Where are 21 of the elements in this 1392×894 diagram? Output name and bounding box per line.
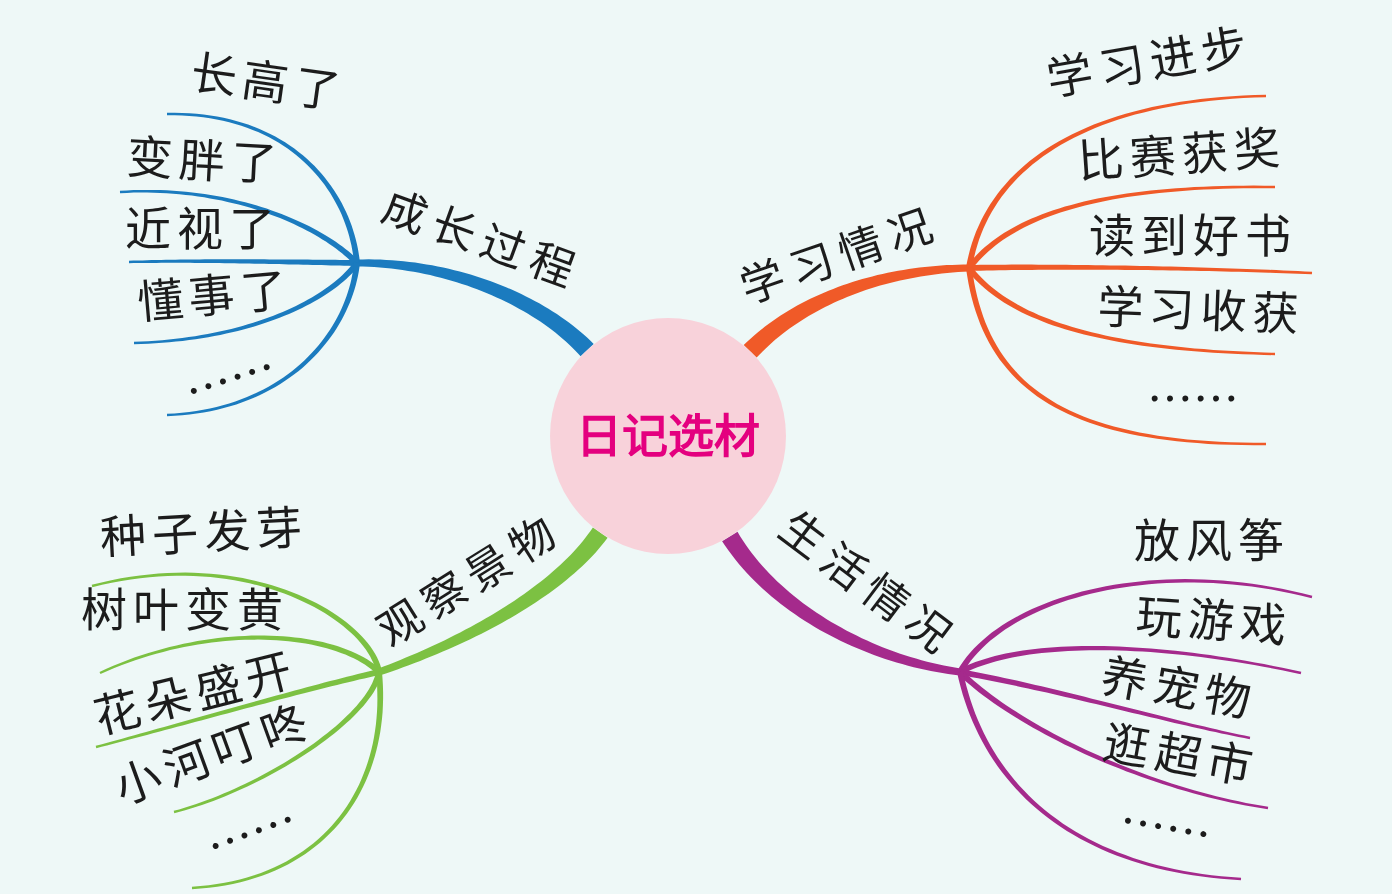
leaf-label: 近视了	[125, 206, 281, 252]
leaf-label: ……	[195, 782, 299, 858]
leaf-label: 种子发芽	[98, 504, 310, 562]
leaf-label: 学习进步	[1043, 21, 1257, 103]
leaf-label: ……	[1147, 362, 1239, 408]
leaf-label: 读到好书	[1089, 213, 1297, 259]
leaf-label: 比赛获奖	[1076, 124, 1288, 186]
leaf-label: 懂事了	[135, 266, 295, 326]
branch-label: 学习情况	[734, 201, 946, 311]
leaf-label: 学习收获	[1096, 284, 1306, 338]
branch-line	[957, 671, 1242, 881]
leaf-label: 变胖了	[125, 133, 285, 189]
leaf-label: ……	[175, 329, 277, 403]
branch-line	[191, 671, 384, 890]
branch-label: 成长过程	[376, 183, 588, 297]
main-branch-line	[722, 531, 961, 676]
leaf-label: 长高了	[187, 49, 349, 117]
leaf-label: 树叶变黄	[81, 587, 289, 633]
main-branch-line	[357, 259, 594, 357]
leaf-label: 玩游戏	[1134, 592, 1294, 650]
leaf-label: 放风筝	[1134, 518, 1290, 564]
